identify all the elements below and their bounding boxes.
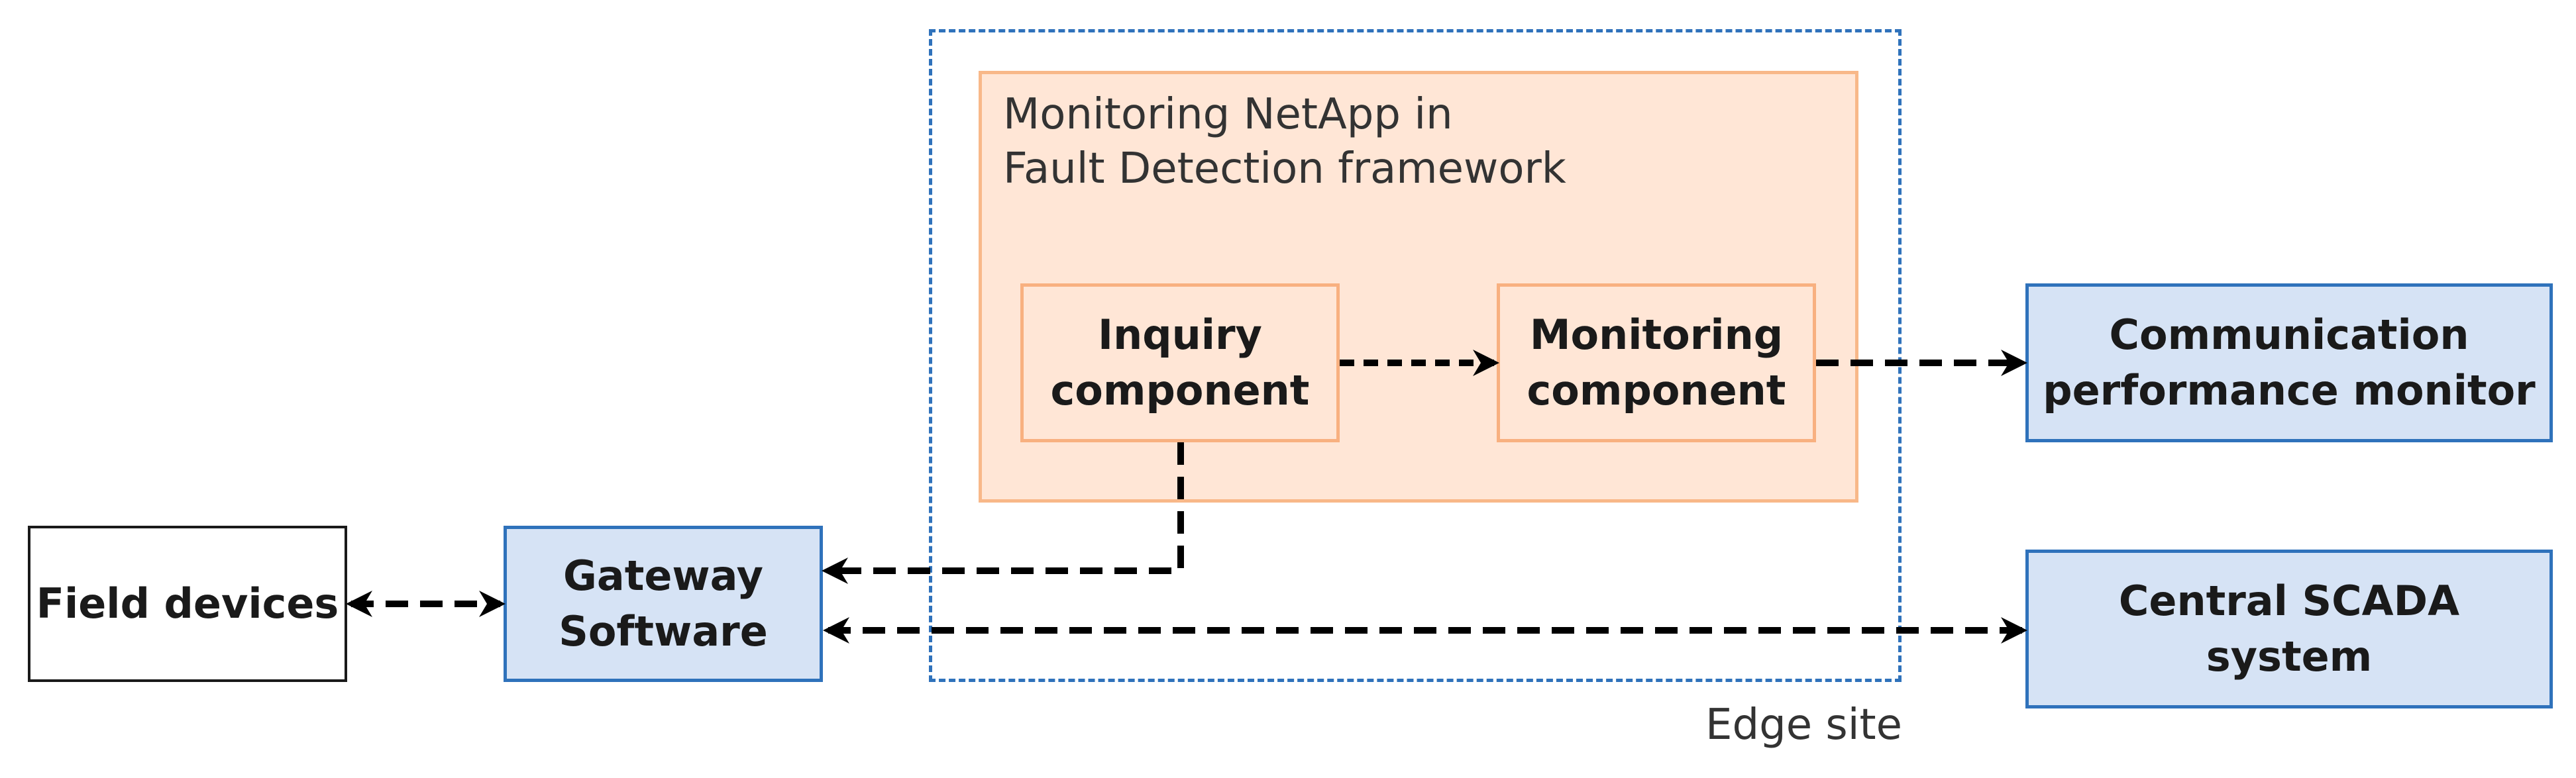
netapp-title-line2: Fault Detection framework: [1003, 144, 1566, 193]
gateway-line1: Gateway: [563, 552, 764, 600]
field-devices-label: Field devices: [36, 579, 339, 628]
inquiry-to-gateway-arrow: [822, 442, 1184, 584]
comm-monitor-line2: performance monitor: [2043, 366, 2536, 414]
field-devices-box: Field devices: [28, 526, 347, 682]
inquiry-line2: component: [1050, 366, 1310, 414]
monitoring-line2: component: [1527, 366, 1786, 414]
gateway-line2: Software: [559, 607, 768, 656]
netapp-title: Monitoring NetApp in Fault Detection fra…: [1003, 87, 1566, 196]
central-scada-box: Central SCADA system: [2025, 550, 2553, 708]
edge-site-label: Edge site: [1705, 701, 1902, 750]
inquiry-component-box: Inquiry component: [1020, 283, 1340, 442]
monitoring-component-box: Monitoring component: [1497, 283, 1816, 442]
monitoring-line1: Monitoring: [1529, 311, 1784, 359]
comm-monitor-line1: Communication: [2109, 311, 2469, 359]
inquiry-line1: Inquiry: [1098, 311, 1262, 359]
netapp-title-line1: Monitoring NetApp in: [1003, 90, 1453, 139]
central-scada-label: Central SCADA system: [2118, 577, 2460, 681]
communication-performance-monitor-box: Communication performance monitor: [2025, 283, 2553, 442]
edge-site-boundary: [929, 29, 1902, 682]
